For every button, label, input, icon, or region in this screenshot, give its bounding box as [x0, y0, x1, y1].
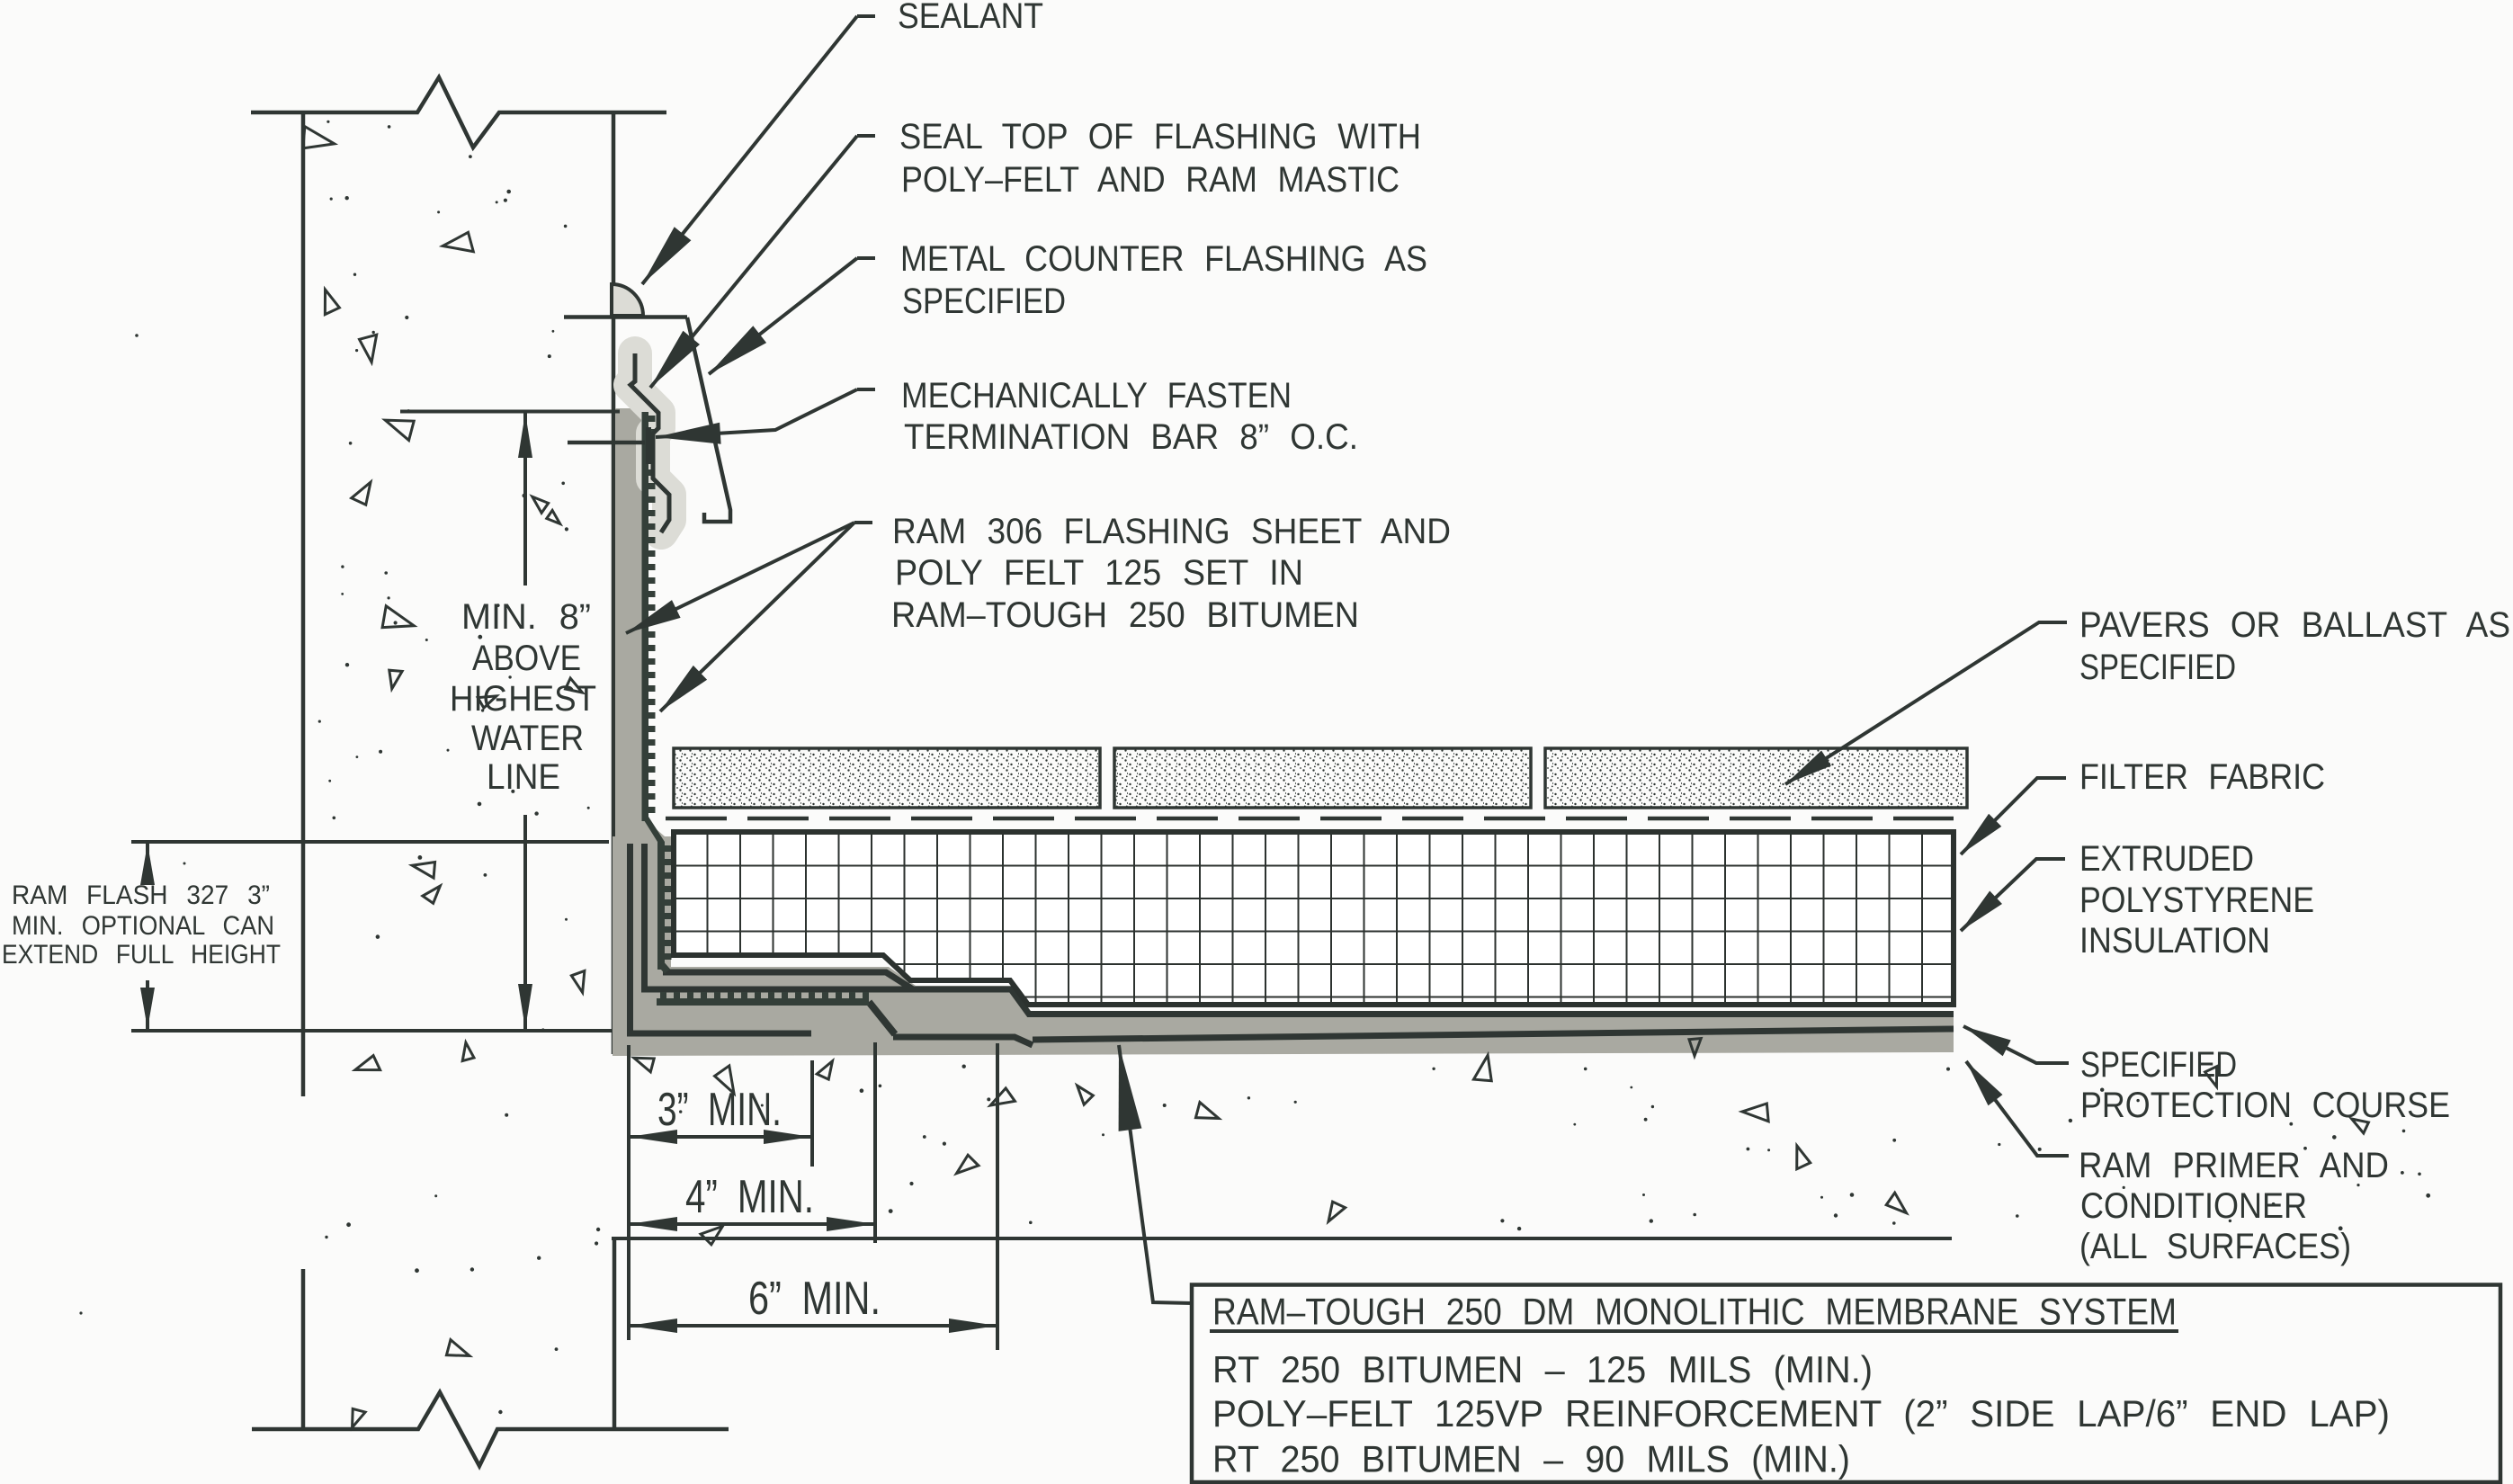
svg-text:SEAL TOP OF FLASHING WITH: SEAL TOP OF FLASHING WITH [899, 117, 1421, 156]
svg-text:SPECIFIED: SPECIFIED [2079, 648, 2236, 687]
svg-text:INSULATION: INSULATION [2079, 921, 2270, 961]
svg-text:RAM–TOUGH 250 BITUMEN: RAM–TOUGH 250 BITUMEN [891, 595, 1359, 635]
svg-text:POLY–FELT AND RAM MASTIC: POLY–FELT AND RAM MASTIC [901, 160, 1400, 200]
svg-text:RAM 306 FLASHING SHEET AND: RAM 306 FLASHING SHEET AND [892, 512, 1451, 551]
svg-text:PAVERS OR BALLAST AS: PAVERS OR BALLAST AS [2079, 605, 2510, 645]
svg-text:FILTER FABRIC: FILTER FABRIC [2079, 757, 2325, 797]
svg-text:SPECIFIED: SPECIFIED [902, 282, 1066, 321]
svg-text:METAL COUNTER FLASHING AS: METAL COUNTER FLASHING AS [900, 239, 1427, 279]
svg-text:POLYSTYRENE: POLYSTYRENE [2079, 881, 2314, 920]
svg-text:RT 250 BITUMEN – 125 MILS (MIN: RT 250 BITUMEN – 125 MILS (MIN.) [1212, 1348, 1873, 1390]
svg-text:WATER: WATER [471, 719, 584, 758]
svg-text:SPECIFIED: SPECIFIED [2080, 1045, 2237, 1085]
svg-text:RAM FLASH 327 3”: RAM FLASH 327 3” [12, 881, 270, 910]
svg-text:PROTECTION COURSE: PROTECTION COURSE [2080, 1086, 2450, 1125]
svg-text:3” MIN.: 3” MIN. [657, 1084, 782, 1136]
svg-text:MIN. OPTIONAL CAN: MIN. OPTIONAL CAN [12, 911, 274, 941]
svg-text:EXTRUDED: EXTRUDED [2079, 839, 2254, 879]
svg-text:POLY FELT 125 SET IN: POLY FELT 125 SET IN [895, 553, 1303, 593]
svg-text:MIN. 8”: MIN. 8” [461, 597, 591, 637]
svg-text:RAM PRIMER AND: RAM PRIMER AND [2079, 1146, 2389, 1185]
svg-text:MECHANICALLY FASTEN: MECHANICALLY FASTEN [901, 376, 1292, 416]
svg-text:EXTEND FULL HEIGHT: EXTEND FULL HEIGHT [2, 940, 281, 970]
svg-text:4” MIN.: 4” MIN. [685, 1171, 814, 1223]
svg-text:TERMINATION BAR 8” O.C.: TERMINATION BAR 8” O.C. [904, 417, 1358, 457]
svg-text:CONDITIONER: CONDITIONER [2080, 1186, 2307, 1226]
svg-text:RAM–TOUGH 250 DM MONOLITHIC ME: RAM–TOUGH 250 DM MONOLITHIC MEMBRANE SYS… [1212, 1291, 2177, 1333]
svg-text:SEALANT: SEALANT [898, 0, 1043, 36]
svg-text:POLY–FELT 125VP REINFORCEMENT: POLY–FELT 125VP REINFORCEMENT (2” SIDE L… [1212, 1392, 2390, 1435]
svg-text:(ALL SURFACES): (ALL SURFACES) [2079, 1227, 2351, 1266]
svg-text:RT 250 BITUMEN – 90 MILS (MIN.: RT 250 BITUMEN – 90 MILS (MIN.) [1212, 1438, 1850, 1480]
svg-text:HIGHEST: HIGHEST [450, 679, 596, 719]
svg-text:LINE: LINE [487, 757, 560, 797]
svg-text:ABOVE: ABOVE [472, 639, 581, 678]
svg-text:6” MIN.: 6” MIN. [748, 1273, 881, 1325]
